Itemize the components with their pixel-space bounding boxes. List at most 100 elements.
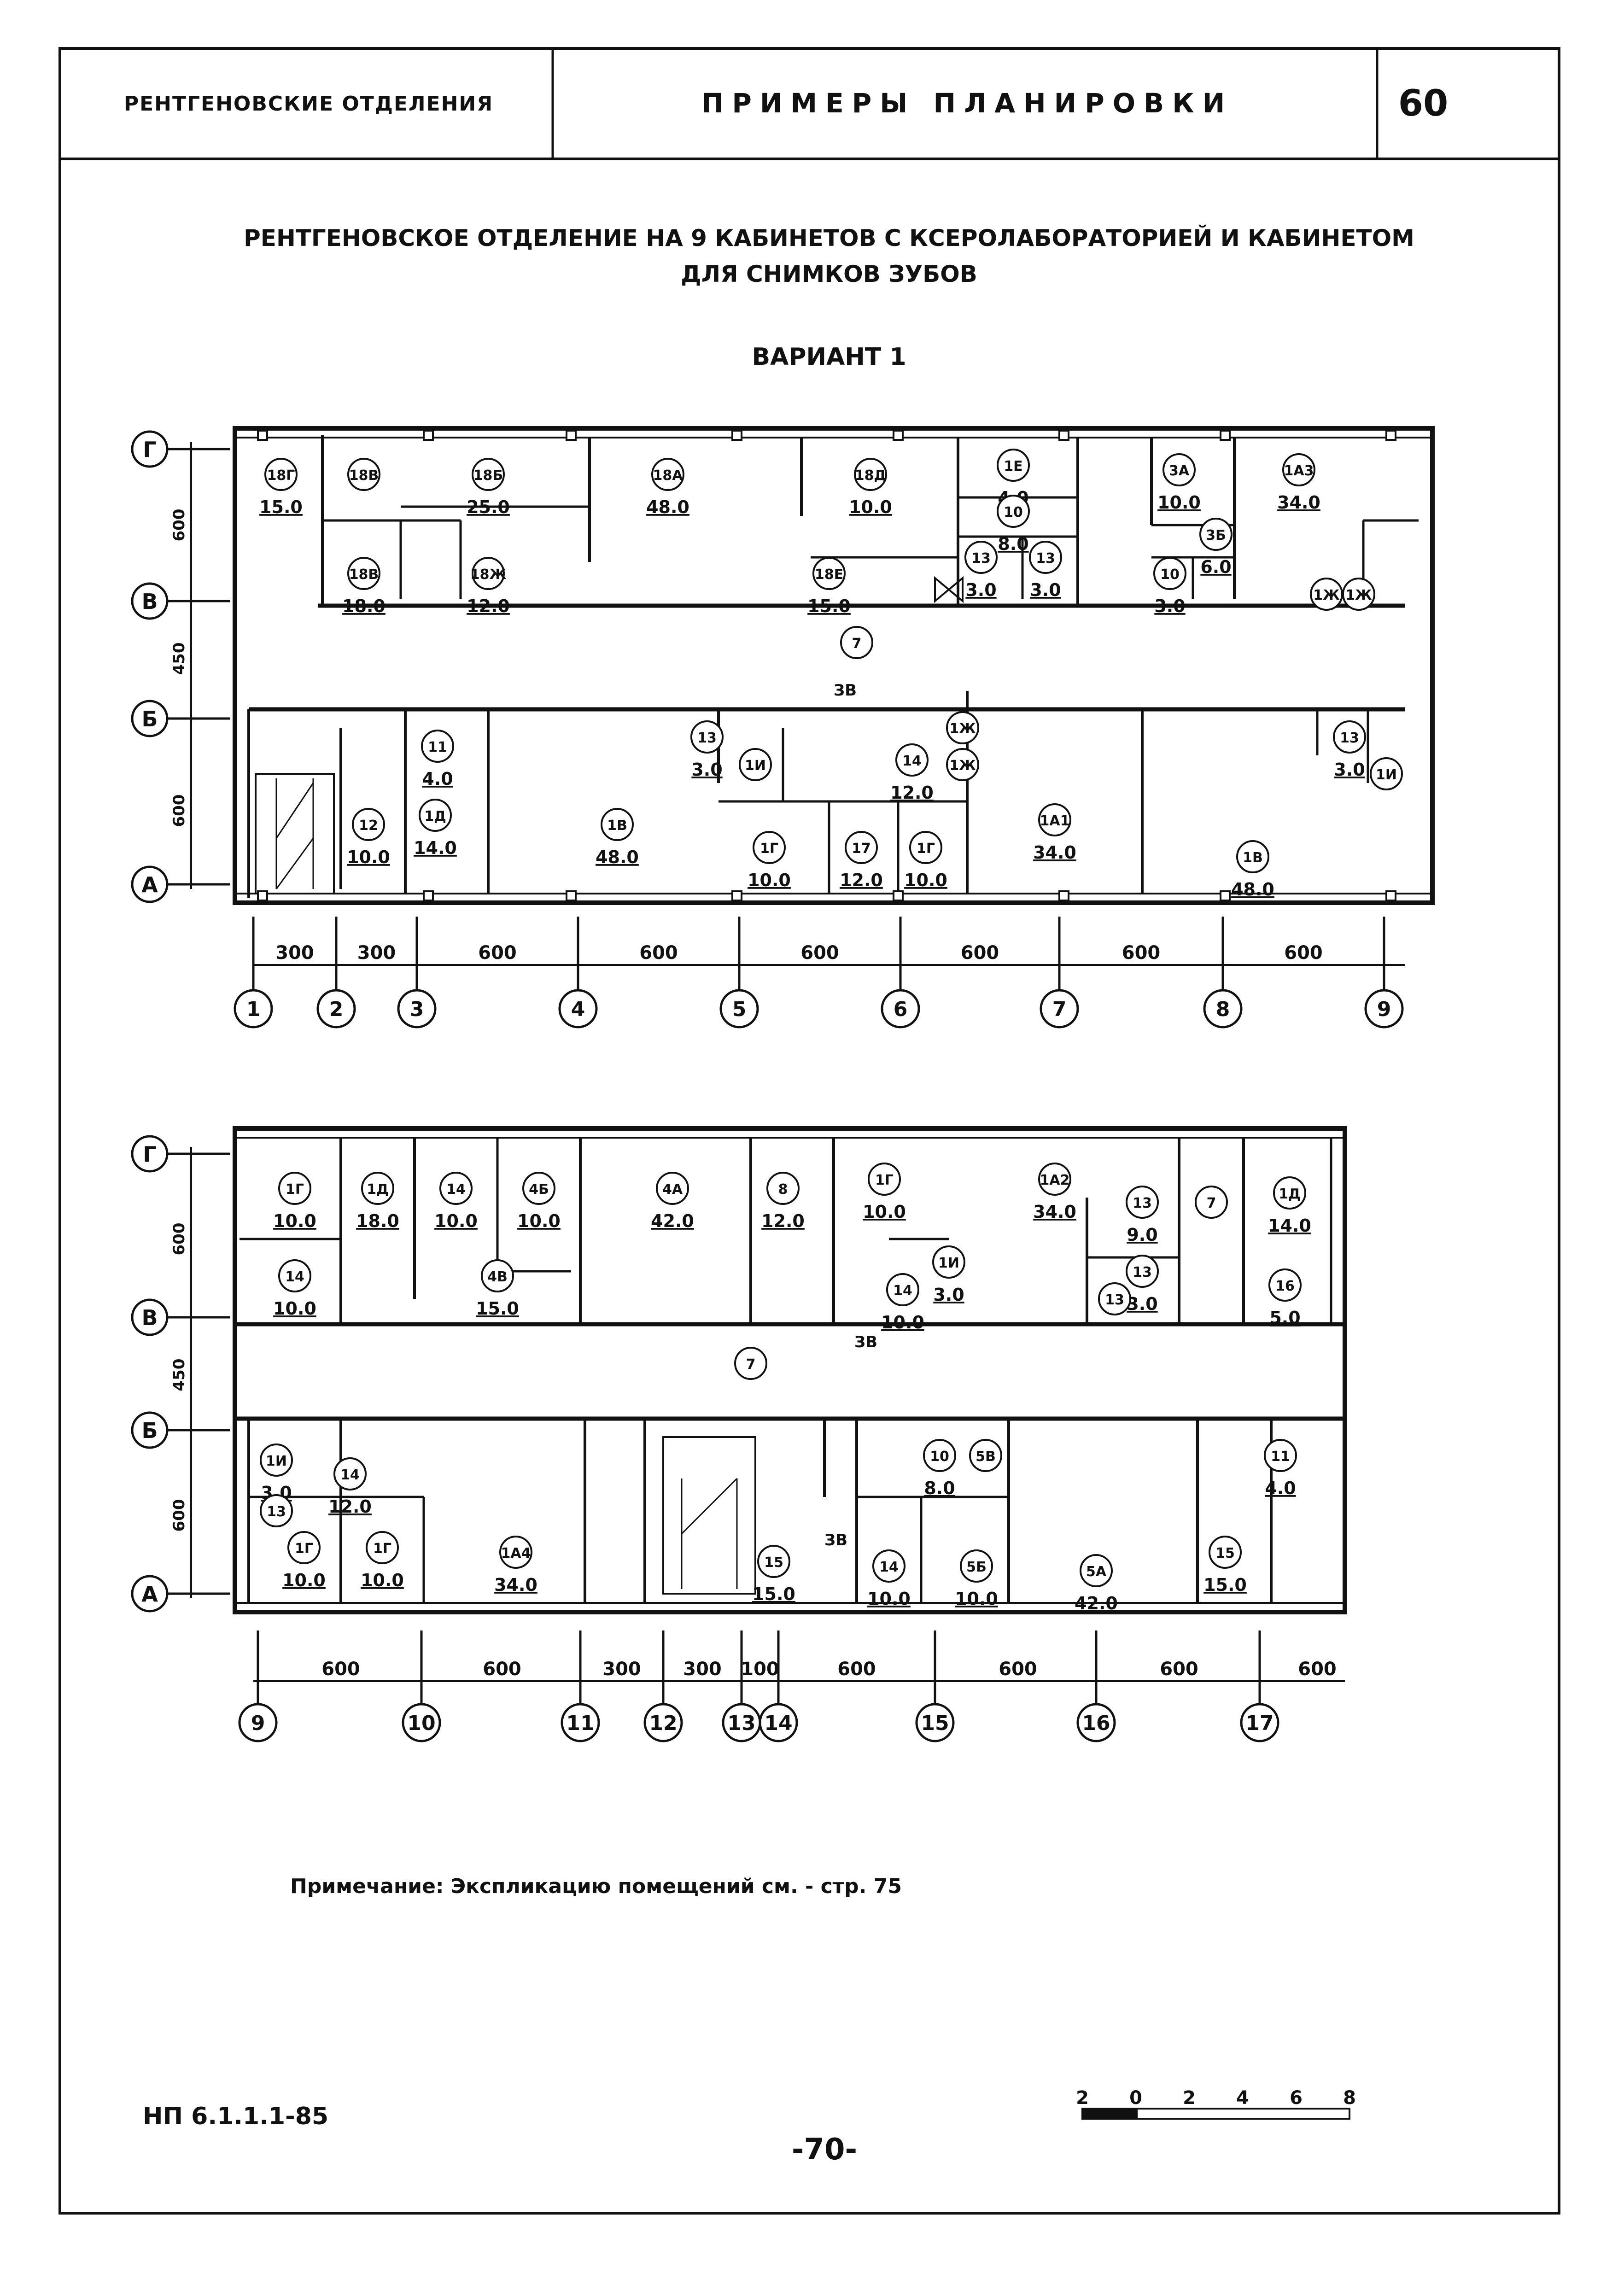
room-mark: 5А <box>1086 1564 1107 1580</box>
column-dim: 600 <box>321 1659 360 1680</box>
room-area: 18.0 <box>356 1211 399 1231</box>
room-area: 12.0 <box>467 596 510 616</box>
row-dim: 600 <box>170 509 188 542</box>
room-area: 8.0 <box>998 534 1028 554</box>
room-mark: 1Г <box>760 841 778 857</box>
room-mark: 13 <box>1133 1264 1152 1280</box>
room-mark: 1Е <box>1004 458 1022 474</box>
elevator-label: ЗВ <box>824 1531 847 1549</box>
room-tag: 3Б6.0 <box>1199 518 1233 577</box>
plan-1 <box>233 426 1435 905</box>
room-area: 12.0 <box>328 1496 372 1517</box>
room-mark: 13 <box>1036 550 1055 567</box>
drawing-title-line2: ДЛЯ СНИМКОВ ЗУБОВ <box>681 261 977 287</box>
room-mark: 1А2 <box>1040 1172 1070 1188</box>
document-code: НП 6.1.1.1-85 <box>143 2103 329 2130</box>
axis-column-label: 3 <box>410 998 424 1021</box>
room-area: 10.0 <box>282 1570 326 1590</box>
room-mark: 1Г <box>875 1172 894 1188</box>
room-mark: 1Ж <box>1345 587 1372 603</box>
room-mark: 18Д <box>855 468 886 484</box>
column-dim: 600 <box>999 1659 1037 1680</box>
room-tag: 108.0 <box>997 495 1030 554</box>
plan2-column-axes <box>238 1631 1345 1742</box>
room-tag: 1И3.0 <box>260 1444 293 1503</box>
room-mark: 7 <box>1207 1195 1216 1211</box>
room-mark: 10 <box>1004 504 1023 520</box>
row-dim: 450 <box>170 1359 188 1391</box>
room-mark: 1Д <box>1279 1186 1301 1202</box>
room-area: 10.0 <box>517 1211 561 1231</box>
room-area: 10.0 <box>863 1202 906 1222</box>
room-mark: 14 <box>285 1269 304 1285</box>
room-area: 34.0 <box>1033 842 1076 863</box>
axis-row-label: А <box>141 1582 158 1607</box>
axis-column-label: 9 <box>251 1712 265 1735</box>
scale-label: 6 <box>1290 2087 1303 2109</box>
room-mark: 13 <box>1340 730 1359 746</box>
room-mark: 16 <box>1275 1278 1295 1294</box>
room-mark: 11 <box>428 739 447 755</box>
room-tag: 13 <box>1098 1282 1131 1315</box>
room-area: 10.0 <box>904 870 947 890</box>
plan1-room-tags: 18Г15.018В18Б25.018А48.018Д10.01Е4.0108.… <box>259 449 1403 900</box>
room-tag: 139.0 <box>1126 1186 1159 1245</box>
plan1-column-axes <box>234 917 1405 1029</box>
room-mark: 1Д <box>424 808 446 824</box>
room-mark: 1В <box>607 818 627 834</box>
room-mark: 10 <box>1160 567 1180 583</box>
room-mark: 18Ж <box>470 567 507 583</box>
room-mark: 1А3 <box>1284 463 1314 479</box>
room-mark: 15 <box>1215 1545 1235 1561</box>
column-dim: 600 <box>483 1659 521 1680</box>
room-area: 3.0 <box>1127 1294 1157 1314</box>
row-dim: 600 <box>170 795 188 827</box>
room-tag: 133.0 <box>964 541 998 600</box>
axis-column-label: 8 <box>1216 998 1230 1021</box>
room-area: 15.0 <box>807 596 851 616</box>
room-mark: 1В <box>1243 850 1263 866</box>
axis-column-label: 15 <box>921 1712 949 1735</box>
room-mark: 1А4 <box>501 1545 531 1561</box>
room-mark: 14 <box>879 1559 899 1575</box>
room-area: 3.0 <box>1154 596 1185 616</box>
room-area: 10.0 <box>955 1589 998 1609</box>
room-mark: 5Б <box>966 1559 987 1575</box>
axis-column-label: 13 <box>727 1712 755 1735</box>
room-area: 12.0 <box>761 1211 805 1231</box>
room-tag: 13 <box>260 1494 293 1527</box>
room-area: 18.0 <box>342 596 386 616</box>
room-area: 10.0 <box>434 1211 478 1231</box>
room-tag: 1Ж <box>946 748 979 781</box>
room-area: 4.0 <box>1265 1478 1296 1498</box>
column-dim: 600 <box>1298 1659 1337 1680</box>
drawing-title-line1: РЕНТГЕНОВСКОЕ ОТДЕЛЕНИЕ НА 9 КАБИНЕТОВ С… <box>244 225 1414 251</box>
column-dim: 600 <box>800 942 839 964</box>
scale-label: 8 <box>1343 2087 1356 2109</box>
room-area: 10.0 <box>273 1211 316 1231</box>
room-mark: 17 <box>852 841 871 857</box>
elevator-label: ЗВ <box>854 1333 877 1351</box>
room-tag: 133.0 <box>690 720 724 780</box>
room-area: 42.0 <box>1075 1593 1118 1613</box>
axis-column-label: 2 <box>329 998 344 1021</box>
room-mark: 8 <box>778 1181 788 1198</box>
room-area: 15.0 <box>1203 1575 1247 1595</box>
elevator-label: ЗВ <box>834 681 857 700</box>
note-text: Примечание: Экспликацию помещений см. - … <box>290 1875 902 1898</box>
plan2-row-axis-labels: Г В Б А 600 450 600 <box>141 1142 188 1607</box>
plan2-row-axes <box>131 1135 230 1613</box>
